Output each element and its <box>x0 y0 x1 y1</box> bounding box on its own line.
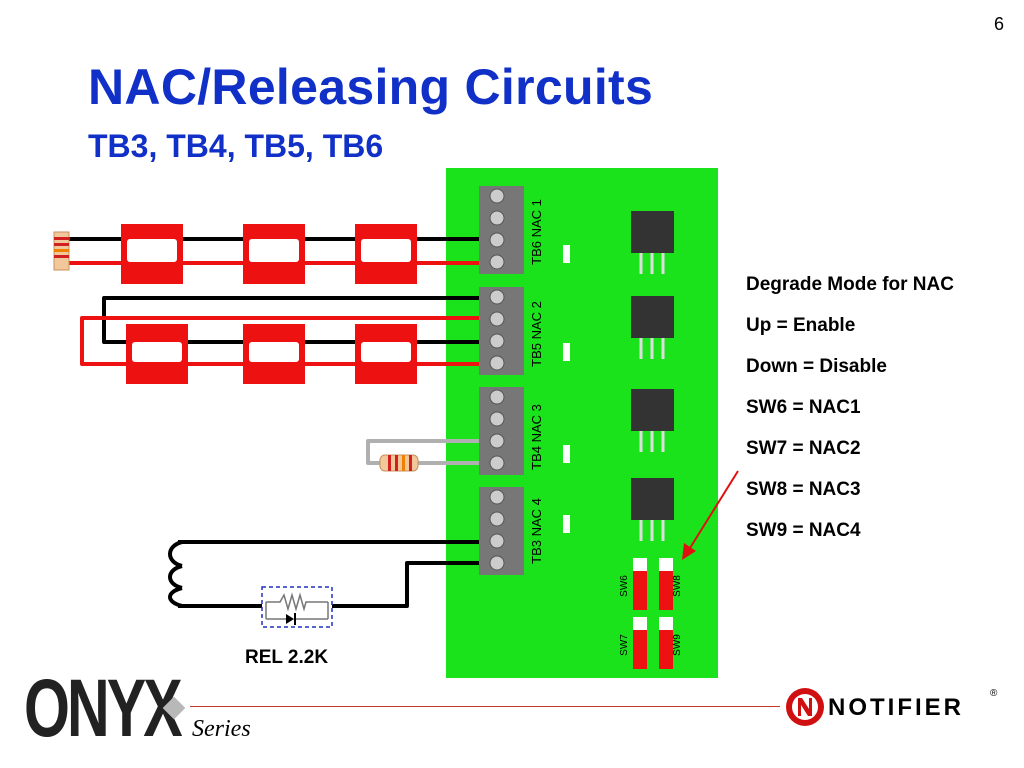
tb3-label: TB3 NAC 4 <box>529 498 544 564</box>
switch-sw6 <box>633 558 647 610</box>
notification-appliance <box>243 324 305 384</box>
sw7-label: SW7 <box>619 634 630 656</box>
terminal-block-tb5 <box>479 287 524 375</box>
terminal-block-tb6 <box>479 186 524 274</box>
nac4-wiring <box>178 540 490 608</box>
switch-sw8 <box>659 558 673 610</box>
releasing-solenoid <box>168 540 183 608</box>
sw8-label: SW8 <box>672 575 683 597</box>
notification-appliance <box>355 324 417 384</box>
transistor-icon <box>631 296 674 359</box>
notifier-logo-icon <box>786 688 824 726</box>
nac1-devices <box>121 224 417 284</box>
board-components <box>631 211 674 541</box>
slide-subtitle: TB3, TB4, TB5, TB6 <box>88 128 384 164</box>
sw6-label: SW6 <box>619 575 630 597</box>
notification-appliance <box>126 324 188 384</box>
slide-title: NAC/Releasing Circuits <box>88 59 654 115</box>
switch-sw7 <box>633 617 647 669</box>
notification-appliance <box>243 224 305 284</box>
load-resistor <box>379 454 419 472</box>
nac2-devices <box>126 324 417 384</box>
rel-label: REL 2.2K <box>245 647 329 668</box>
terminal-block-tb3 <box>479 487 524 575</box>
pointer-arrow <box>682 470 739 560</box>
dip-switches <box>633 558 673 669</box>
transistor-icon <box>631 389 674 452</box>
page-number: 6 <box>993 14 1004 34</box>
note-line: Up = Enable <box>746 315 856 336</box>
notification-appliance <box>355 224 417 284</box>
series-label: Series <box>192 716 251 742</box>
footer-divider <box>190 706 780 707</box>
note-line: SW9 = NAC4 <box>746 520 861 541</box>
notifier-logo-text: NOTIFIER <box>828 694 964 721</box>
rel-module <box>261 586 333 628</box>
onyx-logo: ONYX <box>24 663 183 754</box>
end-of-line-device <box>53 231 70 271</box>
note-line: SW7 = NAC2 <box>746 438 861 459</box>
degrade-mode-notes: Degrade Mode for NAC Up = Enable Down = … <box>746 272 954 559</box>
note-line: SW6 = NAC1 <box>746 397 861 418</box>
nac3-wiring <box>366 439 490 465</box>
terminal-block-tb4 <box>479 387 524 475</box>
registered-mark: ® <box>990 688 998 699</box>
switch-sw9 <box>659 617 673 669</box>
sw9-label: SW9 <box>672 634 683 656</box>
note-line: Down = Disable <box>746 356 887 377</box>
board-pads <box>563 245 570 533</box>
notification-appliance <box>121 224 183 284</box>
note-line: SW8 = NAC3 <box>746 479 861 500</box>
note-heading: Degrade Mode for NAC <box>746 274 954 295</box>
transistor-icon <box>631 211 674 274</box>
transistor-icon <box>631 478 674 541</box>
